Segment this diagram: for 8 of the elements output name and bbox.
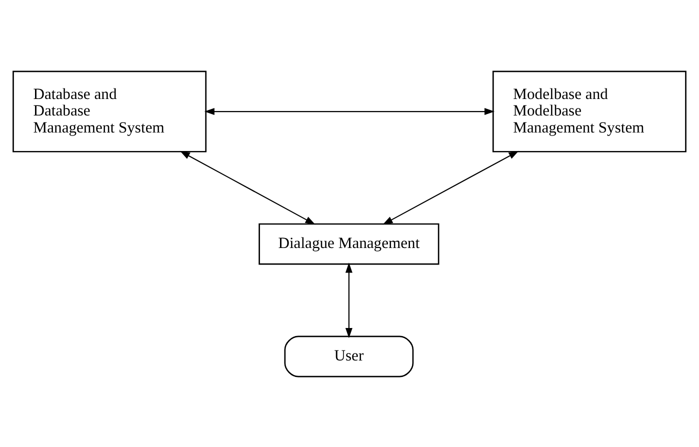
arrow (204, 108, 495, 115)
arrow (180, 150, 316, 224)
node-box: Modelbase and Modelbase Management System (492, 70, 686, 152)
arrow (345, 262, 352, 338)
node-box: Database and Database Management System (12, 70, 207, 152)
node-box: User (284, 335, 414, 377)
arrow (382, 150, 519, 224)
node-box: Dialague Management (258, 222, 440, 264)
